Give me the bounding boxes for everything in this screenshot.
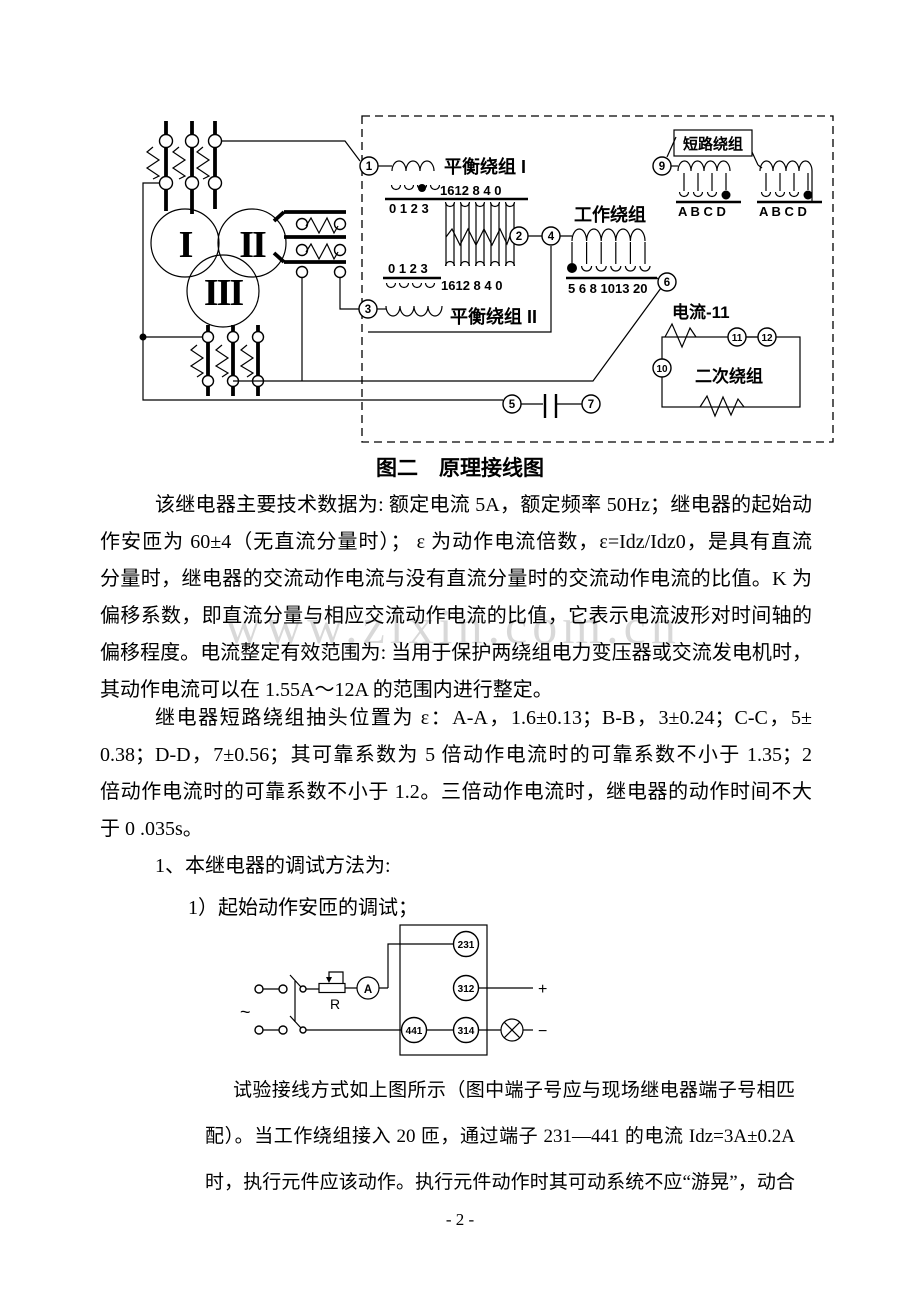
working-tap-row: 5 6 8 1013 20: [568, 281, 648, 296]
short-right-taps: A B C D: [759, 204, 807, 219]
working-winding-group: 5 6 8 1013 20 工作绕组: [528, 204, 661, 296]
terminal-9: 9: [659, 161, 665, 173]
transformer-3-label: III: [204, 272, 244, 314]
paragraph-line: 配）。当工作绕组接入 20 匝，通过端子 231—441 的电流 Idz=3A±…: [205, 1126, 795, 1147]
short-left-taps: A B C D: [678, 204, 726, 219]
transformer-symbol: I II III: [150, 208, 287, 328]
ac-source-symbol: ~: [240, 1002, 251, 1022]
paragraph-specs: 该继电器主要技术数据为: 额定电流 5A，额定频率 50Hz；继电器的起始动 作…: [100, 487, 812, 709]
terminal-312: 312: [458, 984, 475, 995]
terminal-10: 10: [656, 364, 668, 375]
phase-winding-right: [272, 210, 359, 381]
resistor-zigzag-bottom: [699, 394, 745, 418]
terminal-5: 5: [509, 399, 516, 411]
phase-winding-bottom: [189, 325, 265, 396]
list-item-1: 1、本继电器的调试方法为:: [155, 855, 391, 877]
relay-dashed-box: [361, 115, 834, 443]
paragraph-test-method: 试验接线方式如上图所示（图中端子号应与现场继电器端子号相匹 配）。当工作绕组接入…: [205, 1068, 795, 1206]
paragraph-line: 倍动作电流时的可靠系数不小于 1.2。三倍动作电流时，继电器的动作时间不大: [100, 781, 812, 803]
relay-terminal-box: [399, 924, 488, 1056]
phase-winding-top: [145, 121, 223, 214]
balance2-tap-row1: 0 1 2 3: [388, 261, 428, 276]
paragraph-line: 作安匝为 60±4（无直流分量时）； ε 为动作电流倍数，ε=Idz/Idz0，…: [100, 531, 812, 553]
paragraph-line: 偏移系数，即直流分量与相应交流动作电流的比值，它表示电流波形对时间轴的: [100, 605, 812, 627]
connection-wires-left: [139, 140, 503, 401]
output-contact-group: [521, 394, 582, 418]
ac-source-group: ~: [240, 984, 288, 1035]
paragraph-tap-positions: 继电器短路绕组抽头位置为 ε：A-A，1.6±0.13；B-B，3±0.24；C…: [100, 700, 812, 848]
balance-winding-2-group: 平衡绕组 II: [368, 246, 552, 333]
terminal-314: 314: [458, 1026, 475, 1037]
resistor-zigzag-top: [664, 322, 697, 349]
rheostat-label: R: [330, 996, 340, 1012]
paragraph-line: 继电器短路绕组抽头位置为 ε：A-A，1.6±0.13；B-B，3±0.24；C…: [155, 707, 812, 729]
balance1-tap-row1: 1612 8 4 0: [440, 183, 501, 198]
test-terminals: 231 312 441 314: [400, 930, 480, 1044]
terminal-7: 7: [588, 399, 594, 411]
terminal-2: 2: [516, 231, 522, 243]
relay-terminals: 1 2 3 4 5 6 7 9 10 11 12: [358, 156, 777, 414]
current-relay-group: 电流-11 二次绕组: [661, 302, 801, 418]
terminal-11: 11: [732, 333, 743, 344]
paragraph-line: 0.38；D-D，7±0.56；其可靠系数为 5 倍动作电流时的可靠系数不小于 …: [100, 744, 812, 766]
paragraph-line: 该继电器主要技术数据为: 额定电流 5A，额定频率 50Hz；继电器的起始动: [155, 494, 812, 516]
transformer-1-label: I: [179, 224, 193, 266]
list-item-2: 1）起始动作安匝的调试；: [188, 897, 418, 919]
working-winding-label: 工作绕组: [574, 204, 646, 225]
plus-sign: +: [538, 981, 547, 998]
rheostat-group: R: [306, 971, 357, 1012]
balance-winding-1-group: 1612 8 4 0 0 1 2 3 平衡绕组 I 0 1 2 3 1612 8…: [378, 156, 528, 293]
paragraph-line: 偏移程度。电流整定有效范围为: 当用于保护两绕组电力变压器或交流发电机时，: [100, 642, 812, 664]
transformer-2-label: II: [239, 224, 266, 266]
page-number: - 2 -: [445, 1210, 475, 1229]
paragraph-line: 分量时，继电器的交流动作电流与没有直流分量时的交流动作电流的比值。K 为: [100, 568, 812, 590]
paragraph-line: 试验接线方式如上图所示（图中端子号应与现场继电器端子号相匹: [233, 1080, 795, 1101]
bus-to-terminal6: [233, 287, 662, 382]
terminal-1: 1: [366, 161, 373, 173]
double-pole-switch: [289, 974, 307, 1034]
secondary-winding-label: 二次绕组: [695, 366, 763, 386]
terminal-6: 6: [664, 277, 670, 289]
ammeter-label: A: [364, 984, 372, 996]
figure1-caption: 图二 原理接线图: [376, 456, 544, 480]
balance-winding-1-label: 平衡绕组 I: [444, 156, 526, 177]
short-circuit-winding-label: 短路绕组: [683, 135, 743, 153]
balance2-tap-row2: 1612 8 4 0: [441, 278, 502, 293]
terminal-3: 3: [365, 304, 371, 316]
balance1-tap-row2: 0 1 2 3: [389, 201, 429, 216]
terminal-231: 231: [458, 940, 475, 951]
lamp-group: [500, 1018, 524, 1042]
current-relay-label: 电流-11: [672, 302, 730, 322]
paragraph-line: 时，执行元件应该动作。执行元件动作时其可动系统不应“游晃”，动合: [205, 1172, 795, 1193]
ammeter-group: A: [356, 943, 453, 1000]
terminal-4: 4: [548, 231, 555, 243]
paragraph-line: 于 0 .035s。: [100, 818, 203, 840]
figure1-wiring-diagram: I II III: [139, 115, 834, 443]
minus-sign: −: [538, 1023, 547, 1040]
paragraph-line: 其动作电流可以在 1.55A～12A 的范围内进行整定。: [100, 679, 553, 701]
figure2-test-circuit: ~ R A + −: [240, 924, 547, 1056]
test-wiring: [306, 987, 533, 1031]
terminal-441: 441: [406, 1026, 423, 1037]
terminal-12: 12: [761, 333, 773, 344]
balance-winding-2-label: 平衡绕组 II: [450, 306, 537, 327]
short-circuit-winding-group: 短路绕组 A B C D A B C D: [666, 129, 822, 219]
